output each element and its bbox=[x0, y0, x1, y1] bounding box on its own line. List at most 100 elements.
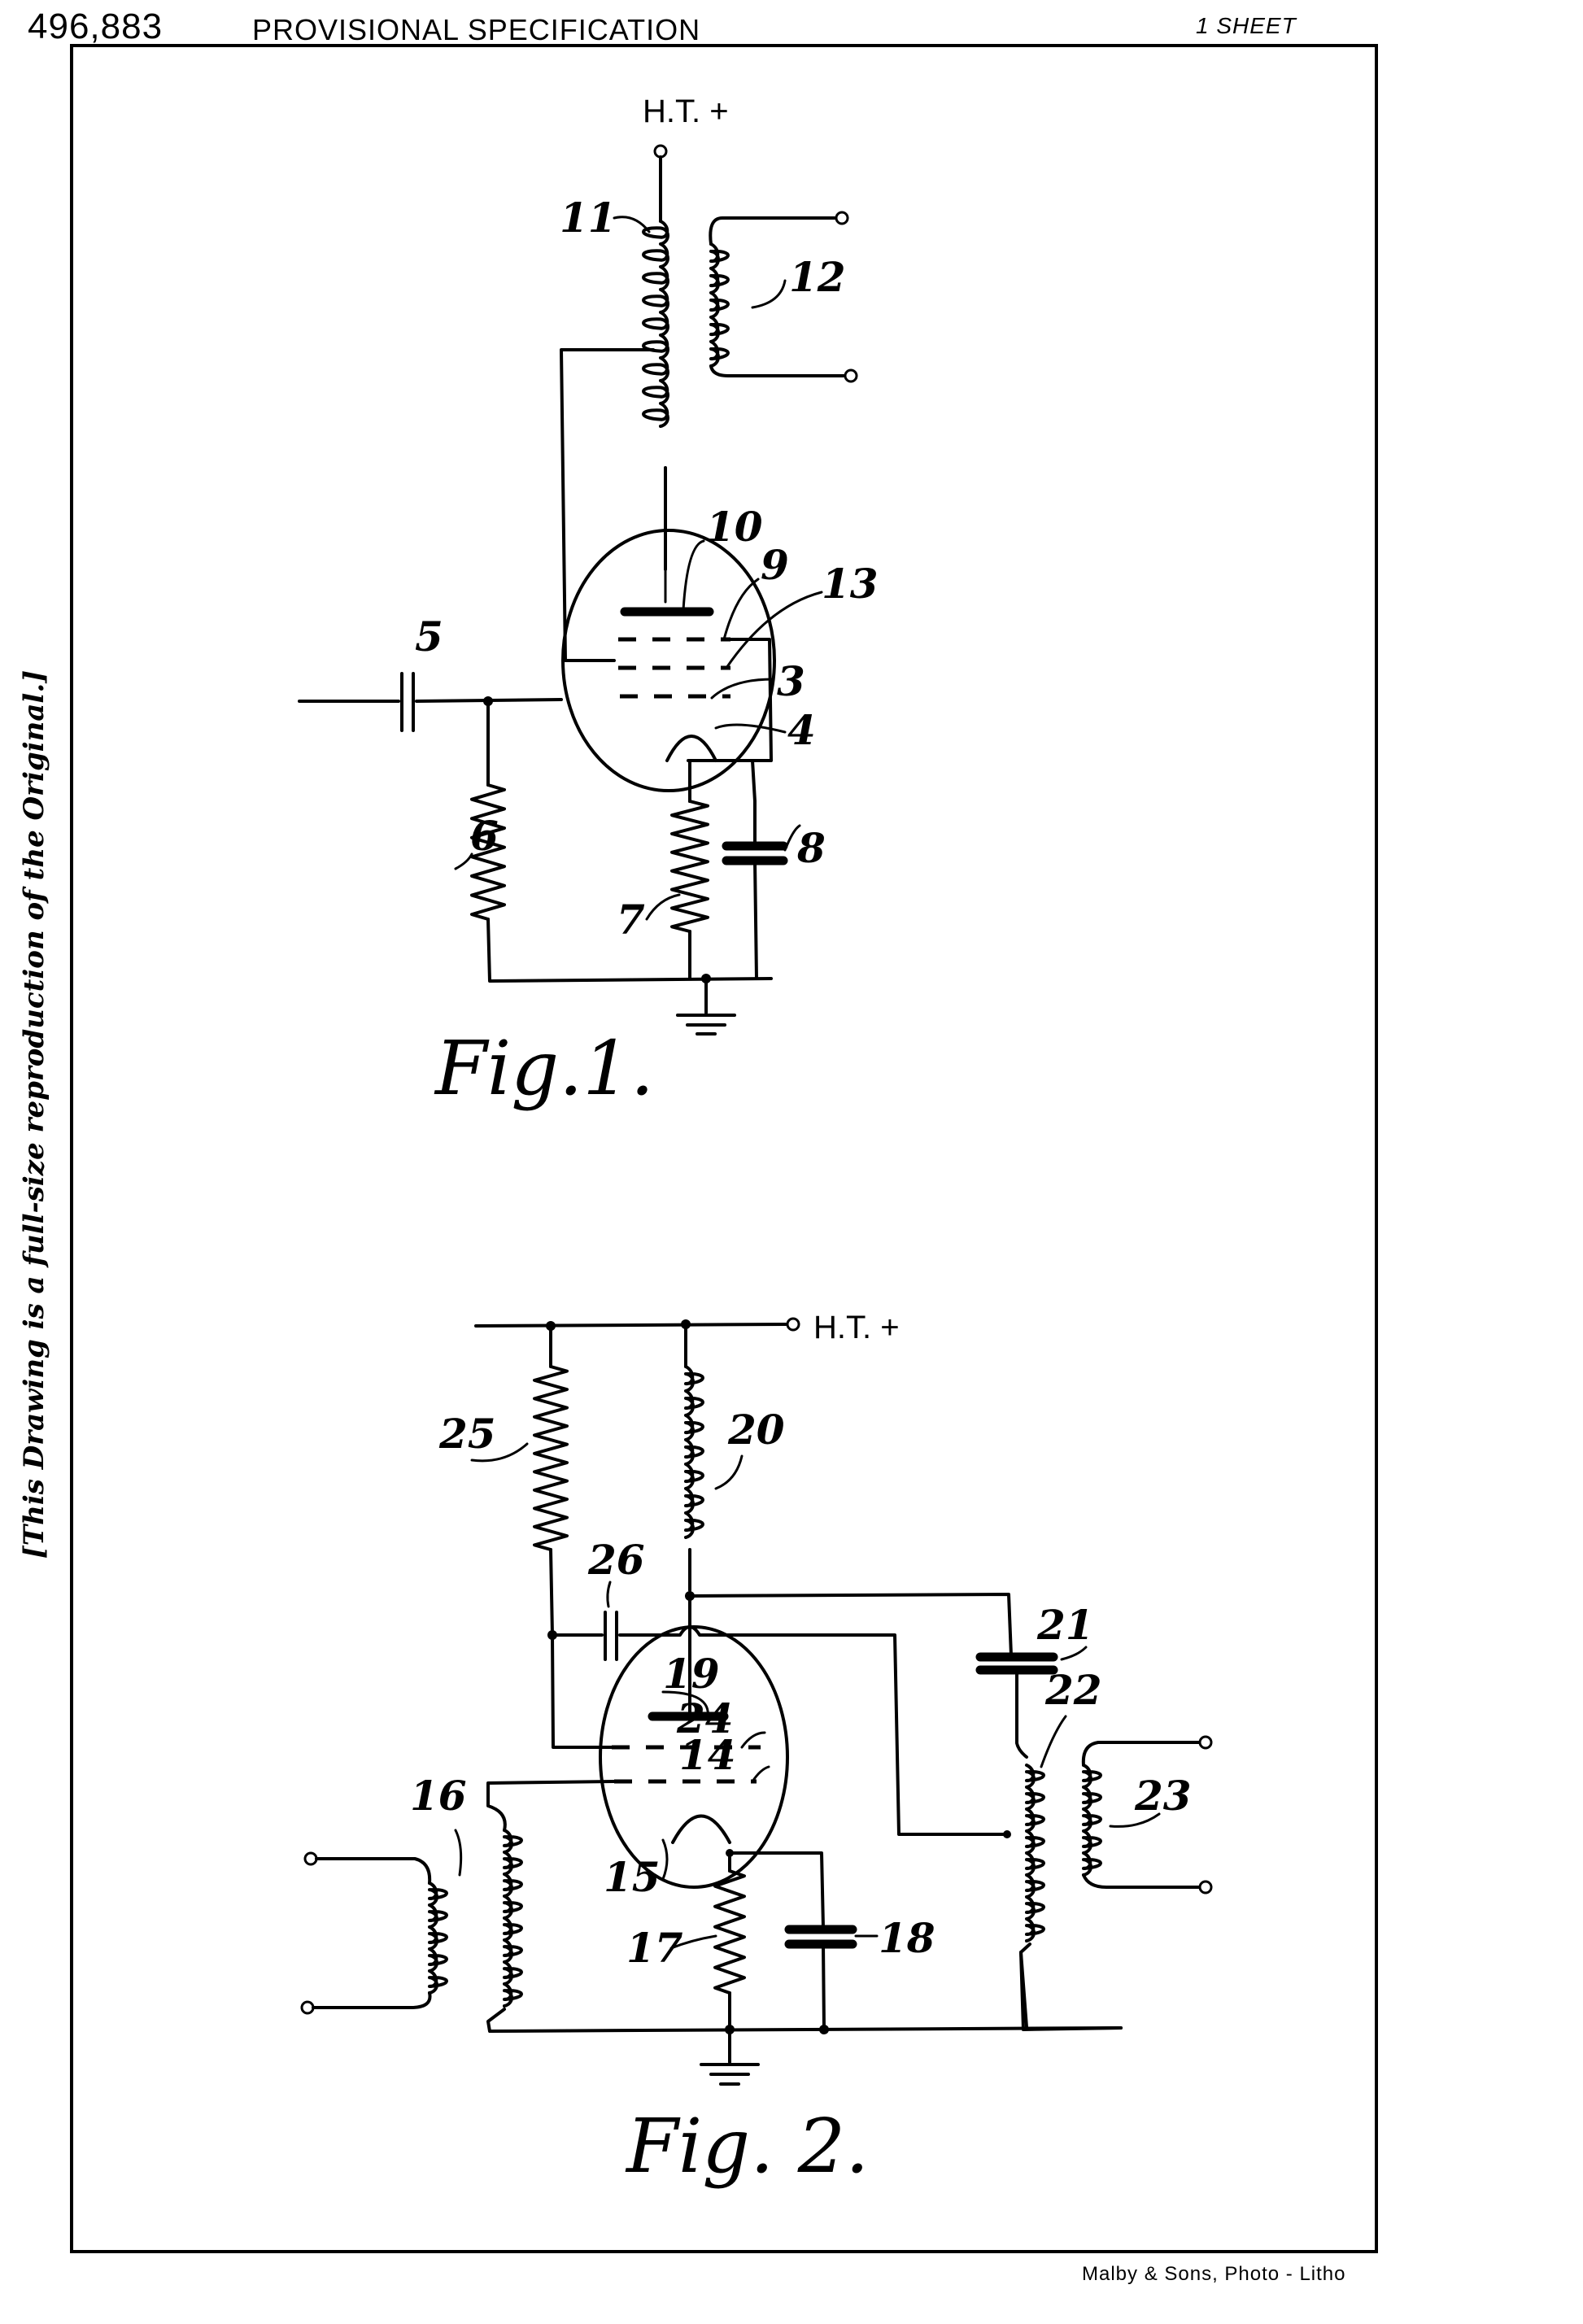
fig1-leader-8 bbox=[783, 824, 801, 852]
fig2-coil-22-bottom bbox=[1019, 1942, 1123, 2031]
fig2-ref-25: 25 bbox=[438, 1410, 496, 1458]
fig2-grid-to-coil-16 bbox=[486, 1780, 616, 1832]
fig1-leader-4 bbox=[714, 723, 787, 734]
fig2-coil-23 bbox=[1082, 1764, 1102, 1877]
fig2-junction-ground-18 bbox=[819, 2025, 829, 2034]
fig2-ref-14: 14 bbox=[679, 1731, 736, 1779]
fig1-output-terminal-top bbox=[835, 211, 849, 225]
fig1-ref-9: 9 bbox=[761, 541, 789, 589]
fig1-leader-3 bbox=[710, 678, 774, 700]
fig1-caption: Fig.1. bbox=[434, 1025, 654, 1112]
document-title: PROVISIONAL SPECIFICATION bbox=[252, 13, 701, 46]
fig2-leader-17 bbox=[669, 1934, 717, 1950]
fig2-leader-22 bbox=[1040, 1715, 1067, 1768]
fig1-ref-8: 8 bbox=[796, 824, 826, 872]
fig2-output-terminal-top bbox=[1198, 1735, 1213, 1750]
fig2-leader-14 bbox=[751, 1765, 770, 1783]
fig2-ref-26: 26 bbox=[587, 1536, 645, 1584]
fig2-ref-20: 20 bbox=[727, 1406, 785, 1454]
fig1-leader-6 bbox=[454, 852, 473, 870]
figure-1: H.T. + bbox=[298, 94, 879, 1112]
fig1-cap-8-bottom bbox=[753, 859, 758, 980]
fig1-cathode-4 bbox=[665, 735, 717, 762]
fig1-ref-5: 5 bbox=[415, 613, 443, 661]
fig1-resistor-7 bbox=[670, 800, 709, 933]
fig1-coil-12-bottom-lead bbox=[709, 364, 849, 377]
fig1-cathode-bypass-lead bbox=[688, 759, 757, 803]
fig2-anode-to-c21 bbox=[688, 1593, 1013, 1657]
fig2-leader-24 bbox=[740, 1731, 766, 1749]
fig2-coil-22-return bbox=[1019, 1951, 1028, 2029]
fig2-coil-22 bbox=[1025, 1764, 1045, 1942]
fig2-ht-rail bbox=[474, 1323, 789, 1328]
fig2-leader-25 bbox=[470, 1442, 529, 1463]
fig2-input-coil bbox=[428, 1881, 448, 1995]
fig2-leader-23 bbox=[1109, 1812, 1161, 1828]
fig1-ref-7: 7 bbox=[617, 896, 645, 944]
fig2-input-top-lead bbox=[315, 1857, 432, 1885]
fig1-ref-13: 13 bbox=[822, 560, 879, 608]
patent-number: 496,883 bbox=[28, 7, 164, 46]
fig2-ground-bus bbox=[486, 2008, 1123, 2033]
fig2-coil-23-top-lead bbox=[1081, 1741, 1201, 1767]
fig2-c18-bottom bbox=[822, 1942, 826, 2031]
fig1-leader-9 bbox=[722, 578, 760, 641]
fig1-ref-4: 4 bbox=[787, 706, 816, 754]
fig2-input-bottom-lead bbox=[312, 1991, 432, 2009]
fig2-leader-15 bbox=[661, 1838, 669, 1881]
fig2-ref-21: 21 bbox=[1036, 1601, 1094, 1649]
fig2-ref-16: 16 bbox=[410, 1772, 467, 1820]
fig1-leader-13 bbox=[725, 591, 823, 669]
fig2-resistor-17 bbox=[713, 1869, 746, 1995]
fig1-coil-12-top-lead bbox=[709, 216, 839, 246]
figure-2: H.T. + bbox=[300, 1310, 1213, 2190]
fig2-ht-terminal bbox=[786, 1317, 800, 1332]
fig2-ref-15: 15 bbox=[604, 1853, 661, 1901]
fig2-leader-19 bbox=[661, 1690, 709, 1720]
fig1-ref-10: 10 bbox=[706, 503, 763, 551]
fig1-coil-11 bbox=[642, 220, 669, 428]
fig1-ref-12: 12 bbox=[789, 253, 846, 301]
fig1-tap-wire bbox=[560, 348, 655, 662]
fig1-resistor-6 bbox=[470, 783, 506, 921]
sheet-count: 1 SHEET bbox=[1196, 13, 1297, 38]
fig2-output-terminal-bottom bbox=[1198, 1880, 1213, 1895]
printer-credit: Malby & Sons, Photo - Litho bbox=[1082, 2263, 1346, 2285]
fig1-ref-11: 11 bbox=[560, 194, 617, 242]
fig1-ground-bus bbox=[486, 918, 773, 983]
fig2-coil-23-bottom-lead bbox=[1082, 1873, 1201, 1889]
fig2-leader-26 bbox=[606, 1581, 612, 1608]
fig2-ref-23: 23 bbox=[1134, 1772, 1192, 1820]
fig2-c21-to-coil-22 bbox=[1015, 1668, 1028, 1759]
fig2-coil-16 bbox=[503, 1829, 523, 2008]
fig1-leader-11 bbox=[613, 216, 651, 233]
fig2-ref-18: 18 bbox=[879, 1914, 935, 1962]
fig2-leader-21 bbox=[1060, 1646, 1088, 1661]
fig2-ref-24: 24 bbox=[676, 1694, 734, 1742]
fig1-leader-7 bbox=[645, 893, 681, 921]
fig2-res-25-bottom bbox=[549, 1548, 554, 1637]
fig1-ref-6: 6 bbox=[470, 812, 499, 860]
fig2-valve-envelope bbox=[599, 1625, 789, 1889]
fig1-leader-10 bbox=[682, 539, 705, 612]
fig2-coil-20 bbox=[684, 1365, 704, 1539]
fig2-ht-plus-label: H.T. + bbox=[813, 1310, 900, 1345]
fig1-ht-plus-label: H.T. + bbox=[643, 94, 729, 129]
fig2-input-terminal-bottom bbox=[300, 2000, 315, 2015]
fig2-ref-19: 19 bbox=[663, 1650, 720, 1698]
fig2-input-terminal-top bbox=[303, 1851, 318, 1866]
fig2-caption: Fig. 2. bbox=[625, 2103, 869, 2190]
fig2-cathode-to-c18 bbox=[728, 1851, 825, 1929]
fig2-resistor-25 bbox=[533, 1365, 569, 1551]
fig1-output-terminal-bottom bbox=[844, 368, 858, 383]
fig1-ref-3: 3 bbox=[777, 657, 805, 705]
fig1-leader-12 bbox=[751, 279, 787, 309]
fig1-suppressor-tie bbox=[687, 638, 773, 762]
fig2-cathode-15 bbox=[671, 1814, 731, 1844]
fig2-leader-16 bbox=[454, 1829, 463, 1877]
fig1-valve-envelope bbox=[561, 529, 776, 792]
fig2-ref-22: 22 bbox=[1044, 1666, 1102, 1714]
fig2-screen-feed bbox=[551, 1633, 614, 1749]
fig2-leader-20 bbox=[714, 1454, 744, 1490]
